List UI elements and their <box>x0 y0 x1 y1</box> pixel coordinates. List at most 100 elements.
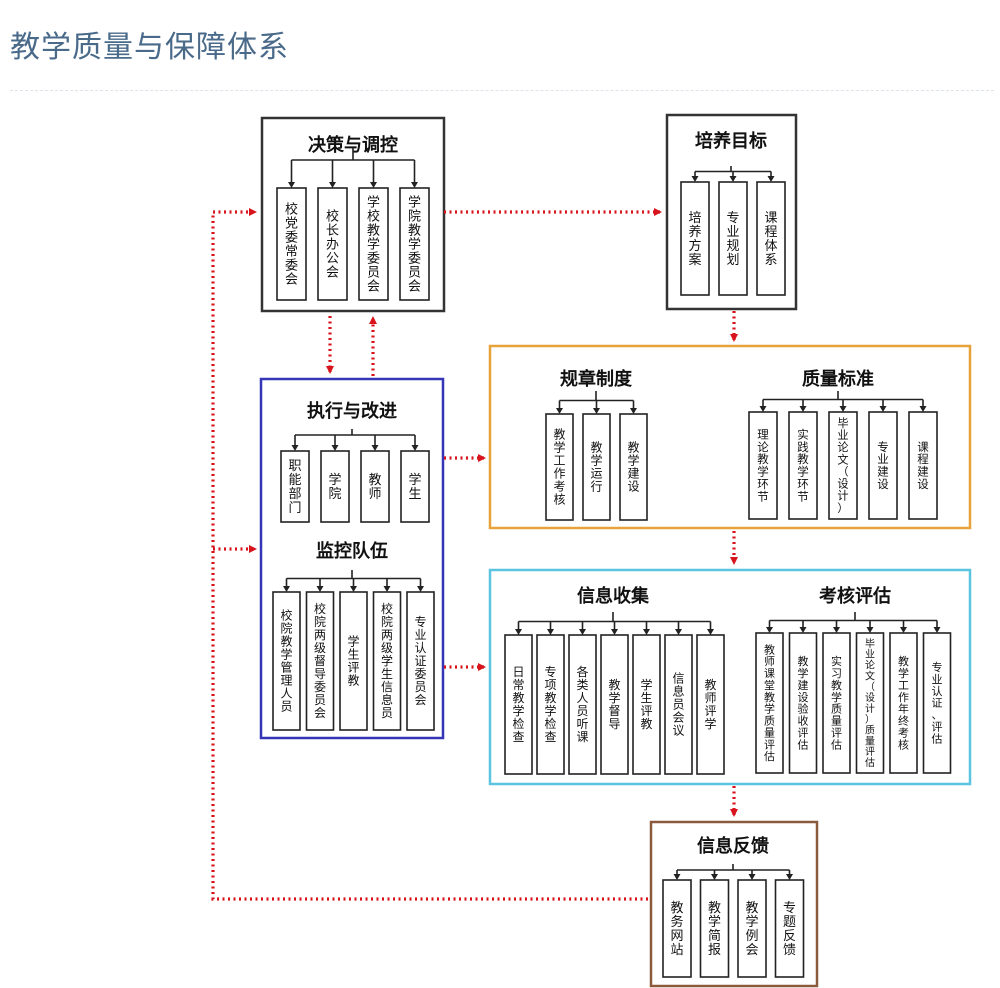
feedback-item-label: 教学简报 <box>708 900 721 958</box>
arrow-tip-icon <box>919 406 927 412</box>
standards-item-box <box>908 411 938 520</box>
feedback-item-box <box>737 879 767 978</box>
arrow-tip-icon <box>383 586 391 592</box>
standards-item-label: 理论教学环节 <box>757 427 769 503</box>
arrow-tip-icon <box>691 176 699 182</box>
group-monitor: 监控队伍校院教学管理人员校院两级督导委员会学生评教校院两级学生信息员专业认证委员… <box>272 540 435 731</box>
collect-item-label: 信息员会议 <box>672 672 684 738</box>
decision-title: 决策与调控 <box>308 134 398 156</box>
assess-item-label: 毕业论文（设计）质量评估 <box>865 637 875 769</box>
collect-item-box <box>504 634 533 775</box>
standards-item-label: 专业建设 <box>877 440 889 491</box>
assess-item-label: 教师课堂教学质量评估 <box>764 643 775 763</box>
assess-item-box <box>922 632 952 774</box>
arrow-tip-icon <box>933 627 941 633</box>
collect-item-label: 日常教学检查 <box>512 665 524 744</box>
arrow-tip-icon <box>900 627 907 633</box>
decision-item-label: 校党委常委会 <box>285 201 298 287</box>
execute-item-label: 学院 <box>328 472 341 502</box>
arrow-tip-icon <box>411 445 419 451</box>
arrow-tip-icon <box>411 182 418 188</box>
monitor-item-label: 校院两级督导委员会 <box>314 601 326 720</box>
standards-item-box <box>828 411 858 520</box>
collect-item-box <box>536 634 565 775</box>
execute-item-box <box>280 450 310 523</box>
arrow-tip-icon <box>866 627 874 633</box>
execute-item-box <box>400 450 430 523</box>
execute-item-box <box>320 450 350 523</box>
collect-item-box <box>664 634 693 775</box>
collect-item-box <box>600 634 629 775</box>
arrow-tip-icon <box>283 586 290 592</box>
assess-item-box <box>855 632 885 774</box>
rules-item-label: 教学运行 <box>590 440 602 494</box>
collect-item-box <box>696 634 725 775</box>
arrow-tip-icon <box>331 445 339 451</box>
standards-item-label: 实践教学环节 <box>797 427 809 503</box>
monitor-item-box <box>339 591 368 731</box>
standards-title: 质量标准 <box>802 368 874 390</box>
feedback-title: 信息反馈 <box>697 835 769 857</box>
decision-item-label: 学校教学委员会 <box>367 194 380 294</box>
feedback-item-box <box>699 879 730 978</box>
feedback-item-label: 专题反馈 <box>783 901 796 958</box>
assess-item-label: 教学工作年终考核 <box>898 655 909 751</box>
assess-item-box <box>755 632 784 774</box>
assess-item-label: 教学建设验收评估 <box>798 655 809 751</box>
standards-item-box <box>868 411 898 520</box>
standards-item-box <box>788 411 818 520</box>
arrow-tip-icon <box>766 627 773 633</box>
group-assess: 考核评估教师课堂教学质量评估教学建设验收评估实习教学质量评估毕业论文（设计）质量… <box>755 585 952 774</box>
monitor-item-box <box>272 591 301 731</box>
feedback-item-box <box>662 879 692 978</box>
execute-item-label: 学生 <box>408 472 421 502</box>
standards-item-box <box>748 411 778 520</box>
monitor-item-box <box>372 591 402 731</box>
collect-item-box <box>632 634 661 775</box>
collect-item-label: 学生评教 <box>640 677 652 731</box>
arrow-tip-icon <box>729 176 737 182</box>
arrow-tip-icon <box>288 182 295 188</box>
monitor-item-label: 校院教学管理人员 <box>280 608 292 714</box>
decision-item-box <box>399 187 430 301</box>
monitor-item-box <box>406 591 435 731</box>
arrow-tip-icon <box>547 629 554 635</box>
arrow-tip-icon <box>707 629 714 635</box>
arrow-tip-icon <box>291 445 299 451</box>
goals-item-box <box>756 181 786 296</box>
decision-item-label: 校长办公会 <box>326 208 339 280</box>
feedback-item-label: 教务网站 <box>670 900 683 958</box>
arrow-tip-icon <box>748 874 756 880</box>
arrow-tip-icon <box>630 408 637 414</box>
arrow-tip-icon <box>579 629 586 635</box>
execute-item-label: 教师 <box>368 472 381 502</box>
arrow-tip-icon <box>643 629 650 635</box>
assess-title: 考核评估 <box>819 585 891 607</box>
rules-item-box <box>582 413 611 521</box>
execute-title: 执行与改进 <box>307 400 397 422</box>
arrow-tip-icon <box>350 586 357 592</box>
collect-item-label: 教学督导 <box>608 677 620 731</box>
decision-item-label: 学院教学委员会 <box>408 194 421 294</box>
arrow-tip-icon <box>611 629 618 635</box>
monitor-item-label: 专业认证委员会 <box>414 614 426 707</box>
arrow-tip-icon <box>556 408 563 414</box>
collect-item-label: 教师评学 <box>704 677 716 731</box>
decision-item-box <box>276 187 307 301</box>
feedback-item-box <box>774 879 805 978</box>
collect-item-label: 专项教学检查 <box>544 664 556 744</box>
assess-item-box <box>889 632 918 774</box>
monitor-item-label: 学生评教 <box>347 634 359 688</box>
monitor-item-box <box>305 591 335 731</box>
arrow-tip-icon <box>316 586 324 592</box>
rules-item-label: 教学建设 <box>627 440 639 494</box>
arrow-tip-icon <box>833 627 840 633</box>
arrow-tip-icon <box>673 874 681 880</box>
execute-item-label: 职能部门 <box>288 459 301 516</box>
arrow-tip-icon <box>515 629 522 635</box>
arrow-tip-icon <box>786 874 793 880</box>
